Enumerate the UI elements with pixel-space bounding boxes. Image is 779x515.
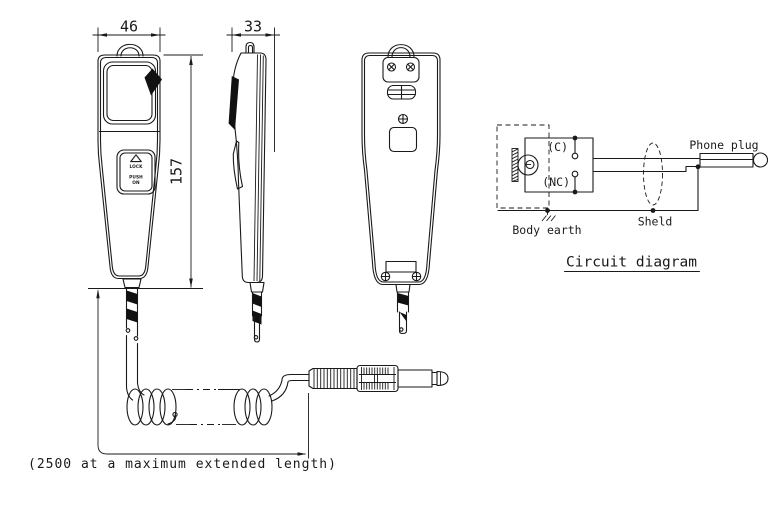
dimension-2500: (2500 at a maximum extended length) <box>28 289 337 472</box>
cable-end-cap <box>398 330 408 335</box>
plug-tip <box>436 370 449 387</box>
switch-symbol <box>571 135 579 195</box>
cable-break-hook <box>125 328 131 333</box>
speaker-window-outer <box>102 61 157 125</box>
hanging-loop-inner <box>120 47 140 57</box>
push-label: PUSH <box>129 175 143 181</box>
cable-break-hook <box>253 335 259 340</box>
shield-ellipse <box>643 142 663 206</box>
back-opening <box>388 126 418 153</box>
cable-break-hook <box>399 327 404 332</box>
lock-arrow-icon <box>130 154 142 163</box>
dim-body-height-value: 157 <box>168 158 186 185</box>
diaphragm-hatched-bar <box>511 148 519 182</box>
phone-plug-label: Phone plug <box>689 138 758 152</box>
ptt-lever-side <box>228 76 239 130</box>
cable-length-note: (2500 at a maximum extended length) <box>28 457 337 472</box>
screw-icon <box>405 62 416 72</box>
front-view <box>97 43 162 388</box>
shield-label: Sheld <box>638 215 673 229</box>
hanging-loop-inner <box>391 47 411 58</box>
back-cover-seam <box>256 54 261 282</box>
dimension-46: 46 <box>92 18 166 52</box>
coil-loop <box>137 388 155 426</box>
body-earth-label: Body earth <box>512 223 581 237</box>
cable-to-plug <box>268 373 310 397</box>
loop-bracket <box>382 56 420 83</box>
phone-plug-drawing <box>308 364 449 393</box>
enclosure-dashed-box <box>496 124 550 209</box>
contact-point <box>571 152 579 160</box>
plug-tip-circle <box>752 152 769 168</box>
ptt-button-inner <box>119 152 153 192</box>
body-earth-icon <box>541 210 556 222</box>
cable-band <box>399 312 407 322</box>
back-cover-seam <box>259 55 264 282</box>
plug-shaft <box>397 369 433 388</box>
coil-end-hook <box>172 411 178 418</box>
cable-to-plug <box>271 379 310 402</box>
coiled-cable <box>125 373 310 426</box>
coil-loop <box>255 388 273 426</box>
body-outline-inner <box>99 56 159 277</box>
coil-loop <box>126 388 144 426</box>
coil-loop <box>159 388 177 426</box>
contact-nc-label: (NC) <box>542 175 570 189</box>
lock-label: LOCK <box>129 164 143 170</box>
hanging-loop-edge-inner <box>247 44 254 54</box>
circuit-diagram-title: Circuit diagram <box>566 255 697 271</box>
body-outline-inner <box>363 54 439 283</box>
strain-relief-side <box>249 281 265 293</box>
coil-loop <box>148 388 166 426</box>
coil-loop <box>244 388 262 426</box>
side-view <box>228 41 267 343</box>
circuit-wires <box>497 157 701 212</box>
circuit-diagram: (C) (NC) Phone plug Sheld Body earth Cir… <box>496 124 769 273</box>
cable-break-hook <box>133 336 139 341</box>
back-cover-seam <box>253 54 258 282</box>
dim-front-width-value: 46 <box>120 18 138 36</box>
cable-band <box>126 308 138 323</box>
dimension-157: 157 <box>88 54 203 289</box>
plug-body-knurl <box>363 367 389 390</box>
strain-relief-front <box>122 278 142 289</box>
circuit-loop-box <box>524 137 594 193</box>
plug-boot-ribs <box>313 369 355 388</box>
body-outline-outer <box>361 52 441 286</box>
hanging-loop-edge-outer <box>245 41 255 54</box>
cable-end-cap <box>253 338 261 343</box>
screw-icon <box>386 62 397 72</box>
cable-band <box>126 290 138 305</box>
front-guard-side <box>232 140 244 190</box>
phone-plug-symbol <box>699 152 769 168</box>
dimension-33: 33 <box>226 18 280 152</box>
contact-c-label: (C) <box>547 140 568 154</box>
coil-loop <box>233 388 251 426</box>
ptt-button-outer <box>116 149 156 195</box>
diamond-mark-icon <box>144 68 162 96</box>
ptt-button-labels: LOCK PUSH ON <box>129 164 143 186</box>
label-recess <box>385 260 417 273</box>
cable-band <box>397 293 409 306</box>
hanging-loop-outer <box>116 43 144 57</box>
dim-side-depth-value: 33 <box>244 18 262 36</box>
back-view <box>361 44 441 335</box>
cable-band <box>252 293 262 307</box>
on-label: ON <box>132 180 140 186</box>
